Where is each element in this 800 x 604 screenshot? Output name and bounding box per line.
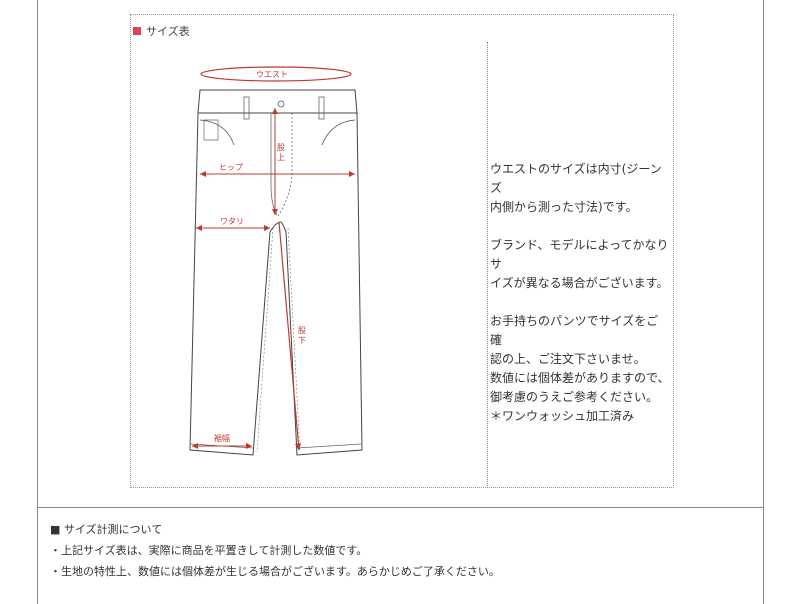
coin-pocket bbox=[203, 119, 219, 141]
section-title: サイズ表 bbox=[133, 23, 190, 39]
waistband-outline bbox=[197, 89, 358, 114]
note-line: ブランド、モデルによってかなりサ bbox=[490, 238, 669, 271]
inseam-label-2: 下 bbox=[298, 336, 306, 345]
arrow-right-icon bbox=[264, 225, 270, 231]
section-divider bbox=[37, 507, 764, 508]
belt-loop bbox=[243, 96, 250, 120]
inseam-measure-line bbox=[278, 221, 300, 451]
size-notes: ウエストのサイズは内寸(ジーンズ 内側から測った寸法)です。 ブランド、モデルに… bbox=[490, 160, 670, 426]
arrow-down-icon bbox=[295, 443, 301, 450]
belt-loop bbox=[318, 96, 325, 120]
front-pocket-left bbox=[199, 119, 235, 146]
note-line: 認の上、ご注文下さいませ。 bbox=[490, 352, 646, 366]
arrow-down-icon bbox=[272, 209, 278, 215]
section-title-text: サイズ表 bbox=[146, 25, 190, 38]
waist-measure-ellipse bbox=[200, 66, 352, 82]
measurement-heading: ■ サイズ計測について bbox=[50, 523, 163, 536]
arrow-up-icon bbox=[272, 108, 278, 114]
hem-label: 裾幅 bbox=[214, 433, 230, 443]
thigh-label: ワタリ bbox=[220, 217, 244, 226]
note-gap bbox=[490, 217, 670, 236]
outer-border-left bbox=[37, 0, 38, 604]
arrow-left-icon bbox=[192, 443, 198, 449]
note-line: お手持ちのパンツでサイズをご確 bbox=[490, 314, 659, 347]
right-leg-outline bbox=[280, 112, 363, 456]
rise-label-1: 股 bbox=[277, 143, 285, 152]
size-chart-frame bbox=[130, 14, 674, 488]
note-line: イズが異なる場合がございます。 bbox=[490, 276, 669, 290]
fly-stitch bbox=[270, 113, 278, 216]
arrow-left-icon bbox=[196, 225, 202, 231]
arrow-left-icon bbox=[200, 171, 206, 177]
inseam-stitch bbox=[256, 227, 274, 453]
front-pocket-right bbox=[321, 119, 356, 146]
inseam-stitch bbox=[287, 227, 301, 453]
note-line: ウエストのサイズは内寸(ジーンズ bbox=[490, 162, 662, 195]
square-bullet-icon bbox=[133, 27, 141, 35]
arrow-right-icon bbox=[246, 443, 252, 449]
inseam-label-1: 股 bbox=[298, 326, 306, 335]
note-line: 数値には個体差がありますので、 bbox=[490, 371, 670, 385]
button-icon bbox=[277, 100, 285, 108]
column-divider bbox=[487, 42, 488, 488]
outer-border-right bbox=[763, 0, 764, 604]
arrow-right-icon bbox=[349, 171, 355, 177]
measurement-info: ■ サイズ計測について ・上記サイズ表は、実際に商品を平置きして計測した数値です… bbox=[50, 519, 500, 582]
rise-label-2: 上 bbox=[277, 153, 285, 162]
waist-label: ウエスト bbox=[256, 70, 288, 79]
hip-label: ヒップ bbox=[219, 163, 243, 172]
measurement-note-1: ・上記サイズ表は、実際に商品を平置きして計測した数値です。 bbox=[50, 544, 368, 557]
fly-stitch bbox=[277, 113, 293, 217]
note-line: 内側から測った寸法)です。 bbox=[490, 200, 638, 214]
note-line: ＊ワンウォッシュ加工済み bbox=[490, 409, 635, 423]
hem-line bbox=[296, 443, 362, 449]
note-line: 御考慮のうえご参考ください。 bbox=[490, 390, 659, 404]
measurement-note-2: ・生地の特性上、数値には個体差が生じる場合がございます。あらかじめご了承ください… bbox=[50, 565, 500, 578]
note-gap bbox=[490, 293, 670, 312]
